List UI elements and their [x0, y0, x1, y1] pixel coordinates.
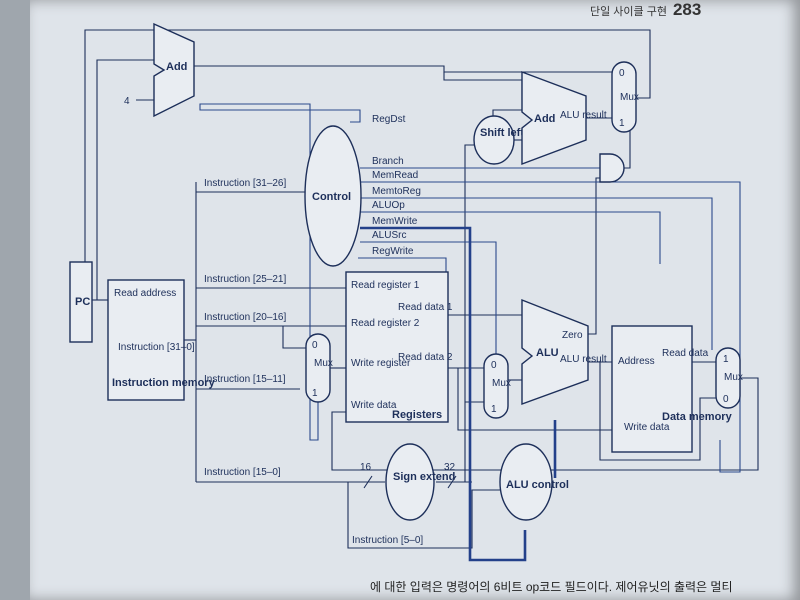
- constant-four: 4: [124, 96, 130, 107]
- branch-mux: 0 Mux 1: [611, 61, 639, 133]
- field-20-16: Instruction [20–16]: [204, 312, 286, 323]
- im-title: Instruction memory: [112, 377, 216, 389]
- alu-label: ALU: [536, 347, 559, 359]
- alusrc-mux: 0 Mux 1: [483, 353, 511, 419]
- svg-text:0: 0: [619, 68, 625, 79]
- control-unit: Control: [304, 125, 362, 267]
- signal-aluop: ALUOp: [372, 200, 405, 211]
- reg-read-register-2: Read register 2: [351, 318, 420, 329]
- svg-text:0: 0: [491, 360, 497, 371]
- pc-adder-label: Add: [166, 61, 187, 73]
- svg-text:Mux: Mux: [314, 358, 333, 369]
- header-title: 단일 사이클 구현: [590, 6, 667, 18]
- dm-write-data: Write data: [624, 422, 670, 433]
- reg-read-data-1: Read data 1: [398, 302, 453, 313]
- reg-write-register: Write register: [351, 358, 411, 369]
- control-label: Control: [312, 191, 351, 203]
- main-alu: ALU Zero ALU result: [521, 298, 607, 405]
- dm-address: Address: [618, 356, 655, 367]
- field-15-0: Instruction [15–0]: [204, 467, 281, 478]
- alu-zero: Zero: [562, 330, 583, 341]
- pc-label: PC: [75, 296, 90, 308]
- shift-left-label: Shift left 2: [480, 127, 533, 139]
- branch-adder-label: Add: [534, 113, 555, 125]
- datapath-wires: [84, 29, 759, 549]
- shift-left-2: Shift left 2: [473, 115, 533, 165]
- svg-text:0: 0: [312, 340, 318, 351]
- field-25-21: Instruction [25–21]: [204, 274, 286, 285]
- svg-text:Mux: Mux: [620, 92, 639, 103]
- page-header: 단일 사이클 구현 283: [590, 0, 701, 20]
- svg-text:Mux: Mux: [492, 378, 511, 389]
- signal-memread: MemRead: [372, 170, 418, 181]
- signal-memtoreg: MemtoReg: [372, 186, 421, 197]
- sign-extend: Sign extend: [385, 443, 455, 521]
- svg-text:1: 1: [491, 404, 497, 415]
- bus-width-markers: 16 32: [360, 462, 457, 489]
- instruction-field-labels: Instruction [31–26] Instruction [25–21] …: [204, 178, 423, 546]
- sign-extend-label: Sign extend: [393, 471, 455, 483]
- bus-width-32: 32: [444, 462, 456, 473]
- alu-control-label: ALU control: [506, 479, 569, 491]
- alu-control: ALU control: [499, 443, 569, 521]
- signal-regdst: RegDst: [372, 114, 406, 125]
- control-signal-labels: RegDst Branch MemRead MemtoReg ALUOp Mem…: [372, 114, 421, 257]
- branch-adder: Add ALU result: [521, 70, 607, 166]
- instruction-memory: Read address Instruction [31–0] Instruct…: [107, 279, 216, 401]
- field-5-0: Instruction [5–0]: [352, 535, 423, 546]
- regdst-mux: 0 Mux 1: [305, 333, 333, 403]
- register-file: Read register 1 Read register 2 Write re…: [345, 271, 453, 423]
- bus-width-16: 16: [360, 462, 372, 473]
- registers-title: Registers: [392, 409, 442, 421]
- memtoreg-mux: 1 Mux 0: [715, 347, 743, 409]
- alu-result: ALU result: [560, 354, 607, 365]
- svg-text:1: 1: [312, 388, 318, 399]
- dm-title: Data memory: [662, 411, 733, 423]
- reg-write-data: Write data: [351, 400, 397, 411]
- reg-read-data-2: Read data 2: [398, 352, 453, 363]
- im-read-address-label: Read address: [114, 288, 176, 299]
- svg-text:0: 0: [723, 394, 729, 405]
- im-instruction-label: Instruction [31–0]: [118, 342, 195, 353]
- footer-text: 에 대한 입력은 명령어의 6비트 op코드 필드이다. 제어유닛의 출력은 멀…: [370, 580, 733, 594]
- signal-alusrc: ALUSrc: [372, 230, 406, 241]
- reg-read-register-1: Read register 1: [351, 280, 420, 291]
- signal-memwrite: MemWrite: [372, 216, 418, 227]
- branch-adder-result: ALU result: [560, 110, 607, 121]
- field-15-11: Instruction [15–11]: [204, 374, 286, 385]
- svg-text:1: 1: [723, 354, 729, 365]
- dm-read-data: Read data: [662, 348, 709, 359]
- svg-text:Mux: Mux: [724, 372, 743, 383]
- page-number: 283: [672, 0, 702, 19]
- pc-adder: Add: [153, 22, 195, 118]
- data-memory: Address Read data Write data Data memory: [611, 325, 733, 453]
- signal-regwrite: RegWrite: [372, 246, 414, 257]
- field-31-26: Instruction [31–26]: [204, 178, 286, 189]
- program-counter: PC: [69, 261, 93, 343]
- branch-and-gate: [599, 153, 625, 183]
- signal-branch: Branch: [372, 156, 404, 167]
- svg-text:1: 1: [619, 118, 625, 129]
